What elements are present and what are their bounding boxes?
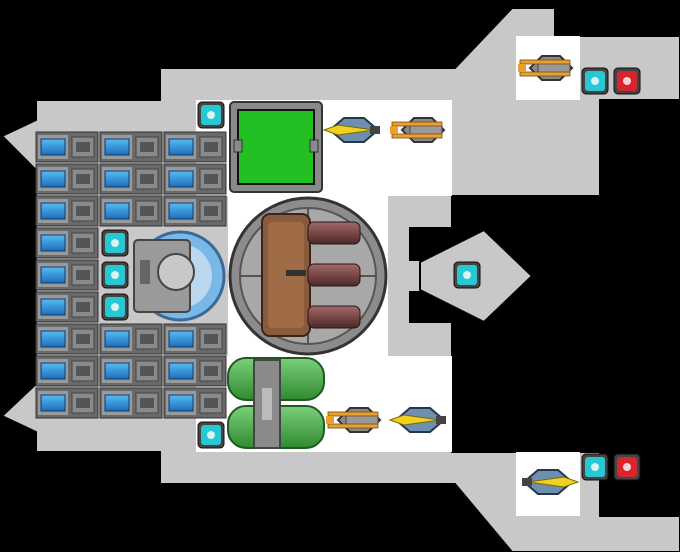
- laser-cannon[interactable]: [518, 55, 574, 81]
- missile-launcher[interactable]: [322, 117, 380, 143]
- barrel-2: [307, 263, 361, 287]
- missile-launcher[interactable]: [522, 469, 580, 495]
- battery-cell[interactable]: [35, 291, 99, 323]
- battery-cell[interactable]: [35, 227, 99, 259]
- system-node[interactable]: [197, 101, 225, 129]
- system-node[interactable]: [453, 261, 481, 289]
- battery-cell[interactable]: [99, 131, 163, 163]
- battery-cell[interactable]: [99, 163, 163, 195]
- alert-node[interactable]: [613, 67, 641, 95]
- laser-cannon[interactable]: [390, 117, 446, 143]
- system-node[interactable]: [101, 229, 129, 257]
- battery-cell[interactable]: [35, 131, 99, 163]
- system-node[interactable]: [101, 261, 129, 289]
- weapon-group: [322, 55, 580, 495]
- system-node[interactable]: [197, 421, 225, 449]
- battery-cell[interactable]: [35, 195, 99, 227]
- battery-cell[interactable]: [163, 131, 227, 163]
- battery-cell[interactable]: [163, 195, 227, 227]
- system-node[interactable]: [101, 293, 129, 321]
- reactor[interactable]: [229, 101, 323, 193]
- system-node[interactable]: [581, 453, 609, 481]
- battery-cell[interactable]: [163, 323, 227, 355]
- battery-cell[interactable]: [35, 259, 99, 291]
- battery-cell[interactable]: [35, 355, 99, 387]
- battery-cell[interactable]: [163, 387, 227, 419]
- laser-cannon[interactable]: [326, 407, 382, 433]
- battery-cell[interactable]: [35, 163, 99, 195]
- battery-cell[interactable]: [99, 355, 163, 387]
- fuel-tanks[interactable]: [227, 357, 325, 449]
- shield-generator[interactable]: [133, 230, 226, 322]
- battery-cell[interactable]: [99, 387, 163, 419]
- battery-cell[interactable]: [99, 323, 163, 355]
- battery-cell[interactable]: [163, 163, 227, 195]
- main-cannon[interactable]: [228, 196, 388, 356]
- missile-launcher[interactable]: [388, 407, 446, 433]
- barrel-1: [307, 221, 361, 245]
- alert-node[interactable]: [613, 453, 641, 481]
- battery-cell[interactable]: [35, 323, 99, 355]
- battery-cell[interactable]: [99, 195, 163, 227]
- battery-cell[interactable]: [35, 387, 99, 419]
- node-group: [101, 67, 641, 481]
- system-node[interactable]: [581, 67, 609, 95]
- barrel-3: [307, 305, 361, 329]
- battery-grid: [35, 131, 227, 419]
- battery-cell[interactable]: [163, 355, 227, 387]
